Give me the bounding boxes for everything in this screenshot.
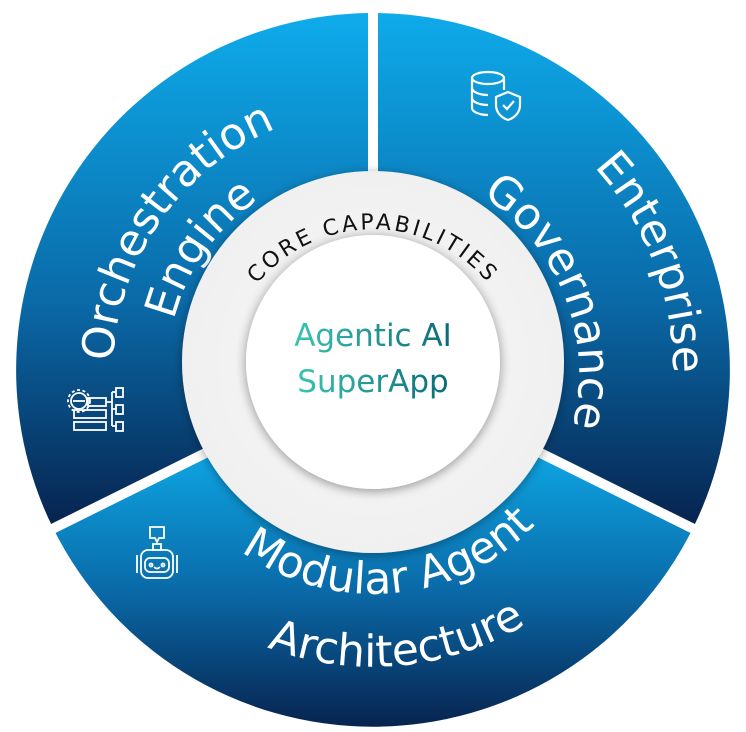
center-circle bbox=[246, 235, 500, 489]
robot-chat-icon bbox=[136, 526, 178, 579]
gear-server-hierarchy-icon bbox=[67, 387, 124, 432]
center-title-line1: Agentic AI bbox=[294, 318, 452, 354]
center-title-line2: SuperApp bbox=[297, 364, 448, 400]
database-shield-icon bbox=[470, 70, 522, 122]
